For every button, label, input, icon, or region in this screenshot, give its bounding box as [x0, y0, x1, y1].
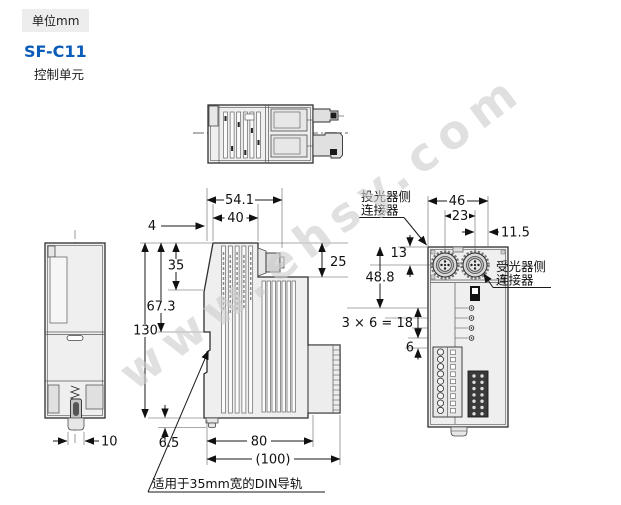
- dim-led-pitch: 3 × 6 = 18: [342, 316, 413, 331]
- emitter-connector: [430, 250, 460, 280]
- dim-din-offset: 67.3: [147, 300, 176, 315]
- dim-total-depth: (100): [256, 453, 291, 468]
- dim-latch-width: 10: [101, 435, 118, 450]
- dim-total-width: 54.1: [225, 193, 254, 208]
- dim-led-offset: 48.8: [366, 271, 395, 286]
- dim-led-gap: 6: [406, 341, 414, 356]
- dim-height: 130: [133, 324, 158, 339]
- dim-step: 25: [330, 255, 347, 270]
- led-indicators: [455, 305, 475, 341]
- dim-upper-width: 40: [227, 211, 244, 226]
- front-view: [427, 246, 509, 437]
- front-view-dimensions: 46 23 11.5 13 48.8 3 × 6 = 18 6 投光器侧 连接器: [342, 189, 551, 360]
- emitter-connector-label-line2: 连接器: [361, 203, 399, 218]
- top-view: [193, 104, 348, 164]
- dim-connector-pitch: 23: [452, 209, 469, 224]
- dim-front-width: 46: [449, 194, 466, 209]
- rear-view: 10: [44, 230, 118, 450]
- side-view: [203, 242, 341, 428]
- unit-label: 单位mm: [22, 9, 90, 32]
- page-subtitle: 控制单元: [34, 67, 85, 82]
- din-clip-tab: [450, 426, 468, 437]
- dim-slope-height: 35: [168, 259, 185, 274]
- dim-conn-center: 13: [390, 246, 407, 261]
- page-title: SF-C11: [24, 42, 87, 61]
- receiver-connector-label-line1: 受光器侧: [496, 259, 546, 274]
- side-view-dimensions: 130 67.3 35 4 40 54.1 25 6.5 80: [133, 188, 348, 493]
- dim-edge-offset: 11.5: [501, 226, 530, 241]
- receiver-connector-label-line2: 连接器: [496, 273, 534, 288]
- din-latch-tab: [67, 417, 85, 431]
- emitter-connector-label-line1: 投光器侧: [361, 189, 411, 204]
- receiver-connector: [460, 250, 490, 280]
- din-rail-note: 适用于35mm宽的DIN导轨: [152, 476, 303, 491]
- dim-body-depth: 80: [251, 435, 268, 450]
- dim-plate: 4: [148, 219, 156, 234]
- terminal-block-right: [467, 370, 489, 418]
- din-latch-spring: [69, 385, 81, 402]
- terminal-block-left: [432, 346, 463, 418]
